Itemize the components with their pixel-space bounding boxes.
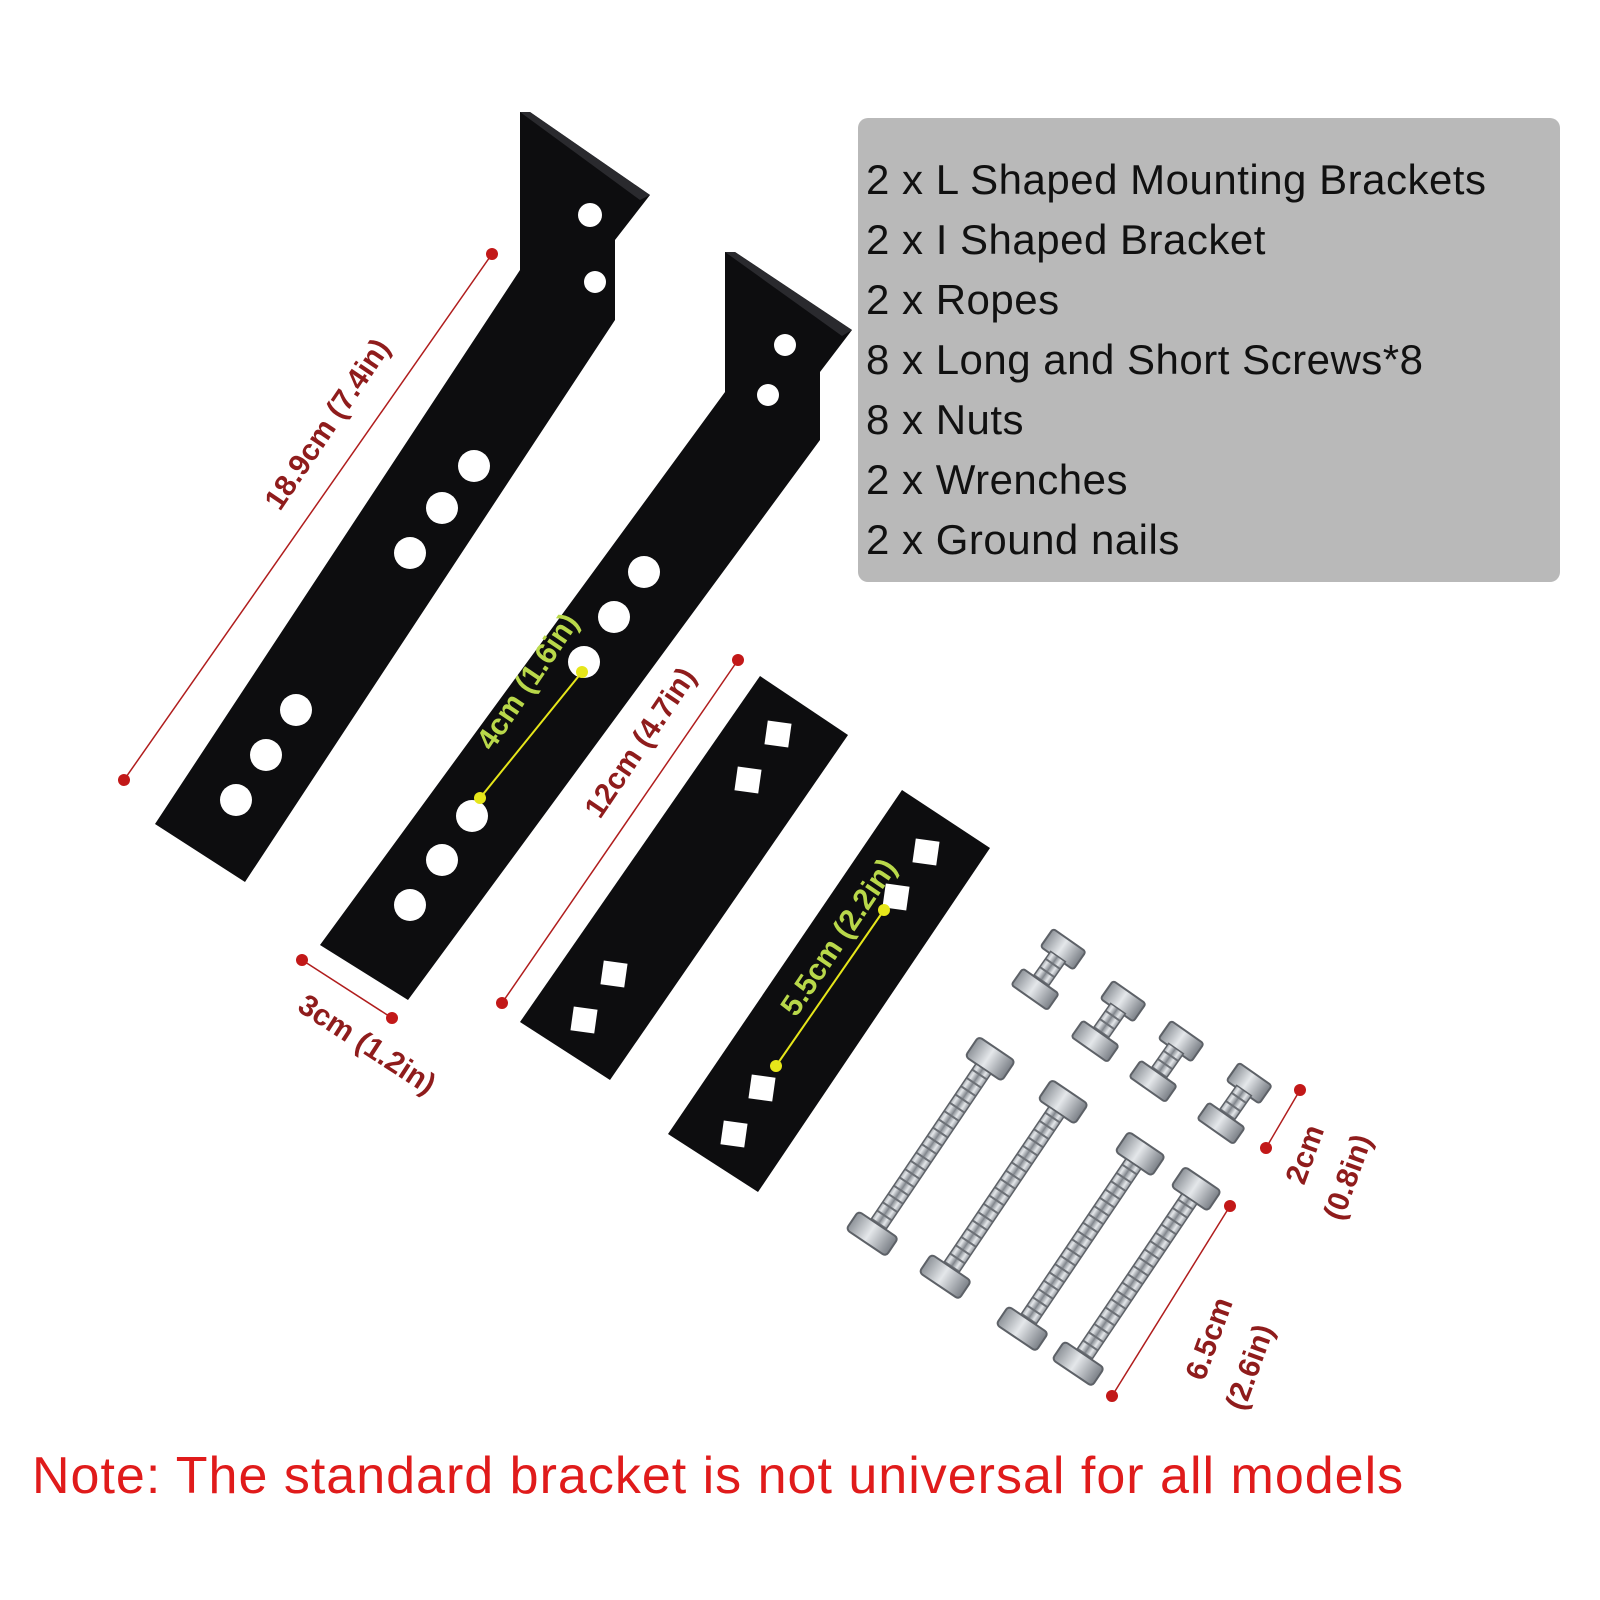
dimension-lines [118,248,1306,1402]
hole-spacing-lines [474,666,890,1072]
contents-item: 8 x Nuts [866,396,1025,443]
long-screws [846,1037,1221,1386]
short-screws [1011,928,1272,1144]
package-contents-box [858,118,1560,582]
contents-item: 2 x Ropes [866,276,1060,323]
l-shaped-bracket-2 [320,252,852,1000]
contents-item: 2 x Wrenches [866,456,1128,503]
l-shaped-bracket-1 [155,112,650,882]
short-screw-length-in-label: (0.8in) [1318,1130,1379,1224]
compatibility-note: Note: The standard bracket is not univer… [32,1447,1405,1505]
contents-item: 2 x L Shaped Mounting Brackets [866,156,1487,203]
l-bracket-width-label: 3cm (1.2in) [292,988,441,1101]
contents-item: 2 x I Shaped Bracket [866,216,1266,263]
package-contents-list: 2 x L Shaped Mounting Brackets 2 x I Sha… [866,150,1486,570]
contents-item: 2 x Ground nails [866,516,1180,563]
contents-item: 8 x Long and Short Screws*8 [866,336,1424,383]
i-shaped-bracket-1 [520,676,848,1080]
short-screw-length-label: 2cm [1280,1121,1332,1189]
